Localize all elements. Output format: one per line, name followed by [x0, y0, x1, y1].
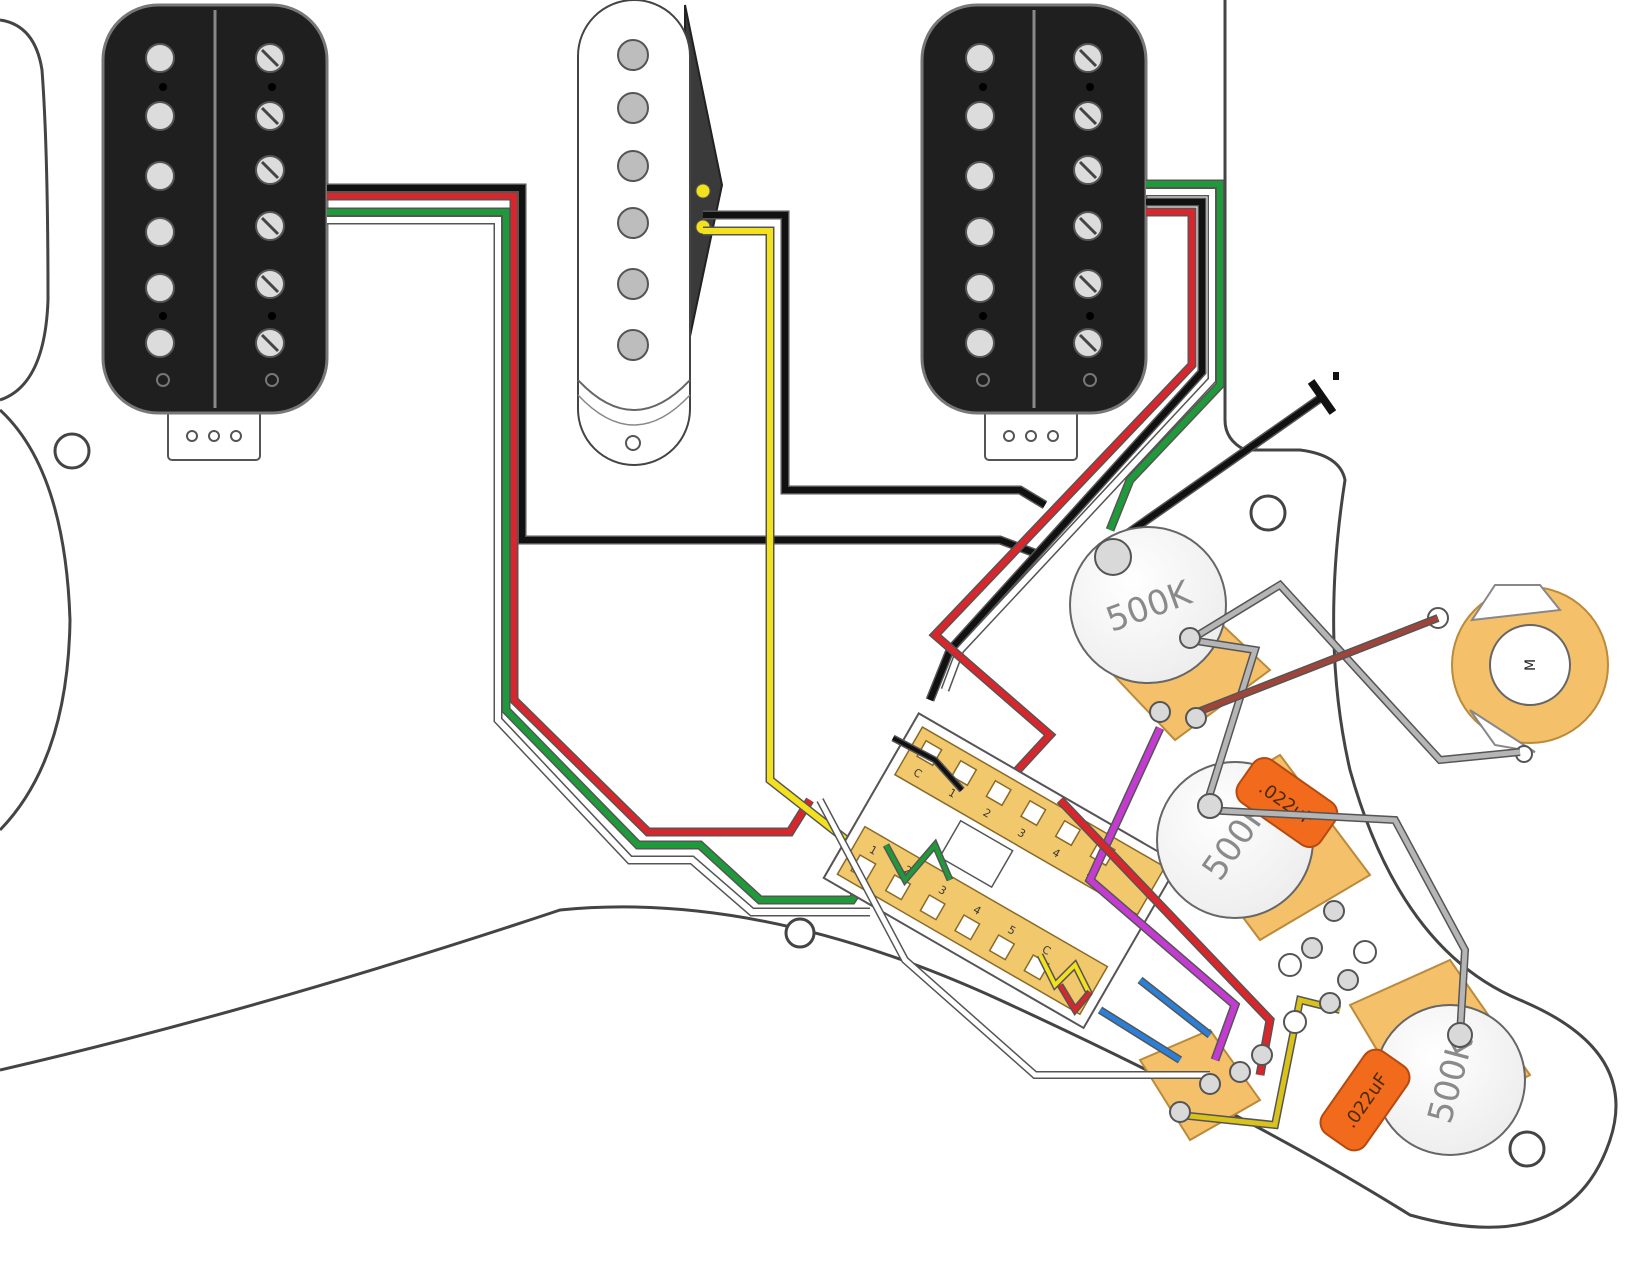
wires-neck-humbucker: [327, 183, 1042, 917]
single-coil-middle: [577, 0, 724, 466]
output-jack: M: [1427, 584, 1609, 763]
screw-hole: [1508, 1130, 1546, 1168]
capacitor-2: .022uF: [1319, 1048, 1411, 1152]
output-jack-label: M: [1523, 659, 1539, 671]
switch-jumpers: [882, 734, 1094, 1017]
screw-hole: [784, 917, 816, 949]
wires-bridge-humbucker: [925, 179, 1225, 804]
humbucker-bridge: [920, 3, 1148, 461]
pickguard-outline: [0, 0, 1618, 1229]
humbucker-neck: [101, 3, 329, 461]
control-wires: [816, 579, 1521, 1130]
ground-lug: [1101, 372, 1339, 554]
pot-lugs: [1149, 627, 1473, 1123]
screw-hole: [1249, 494, 1287, 532]
capacitor-legs: [1278, 940, 1377, 1034]
tone-pot-2: 500K .022uF: [1319, 958, 1532, 1156]
screw-hole: [53, 432, 91, 470]
